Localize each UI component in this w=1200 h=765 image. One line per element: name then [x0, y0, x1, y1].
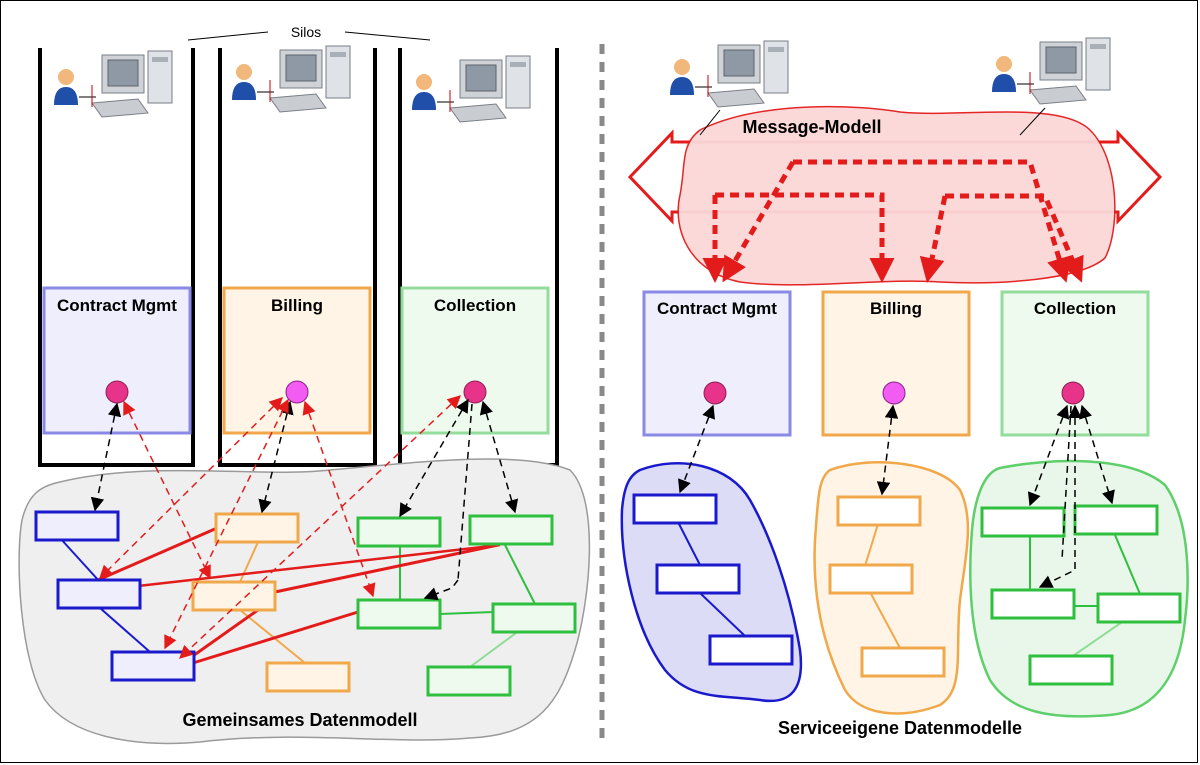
entity-box — [356, 516, 442, 548]
own-models-label: Serviceeigene Datenmodelle — [778, 718, 1022, 738]
shared-model-label: Gemeinsames Datenmodell — [182, 710, 417, 730]
entity-box — [426, 665, 512, 697]
service-endpoint — [463, 380, 487, 404]
entity-box — [265, 661, 351, 693]
service-box-contract-right — [642, 290, 792, 437]
entity-box — [836, 495, 922, 527]
silos-bracket — [187, 31, 431, 41]
entity-box — [655, 563, 741, 595]
service-label: Collection — [1034, 299, 1116, 318]
service-label: Collection — [434, 296, 516, 315]
service-endpoint — [1061, 381, 1085, 405]
user-pc-icon — [231, 45, 351, 113]
user-pc-icon — [669, 40, 789, 108]
entity-box — [1096, 592, 1182, 624]
service-label: Contract Mgmt — [57, 296, 177, 315]
service-label: Billing — [870, 299, 922, 318]
entity-box — [828, 563, 914, 595]
entity-box — [214, 512, 300, 544]
user-pc-icon — [411, 55, 531, 123]
entity-links-right — [677, 521, 1141, 659]
service-endpoint — [285, 380, 309, 404]
entity-box — [56, 578, 142, 610]
service-label: Billing — [271, 296, 323, 315]
service-endpoint — [703, 381, 727, 405]
entity-box — [468, 514, 554, 546]
entity-box — [860, 646, 946, 678]
entity-box — [980, 506, 1066, 538]
entity-box — [708, 634, 794, 666]
entity-boxes-right — [632, 493, 1182, 686]
message-flows — [702, 159, 1084, 283]
entity-box — [491, 602, 577, 634]
service-endpoint — [105, 380, 129, 404]
entity-box — [990, 588, 1076, 620]
access-arrows-left — [90, 395, 519, 659]
entity-box — [191, 580, 277, 612]
user-pc-icon — [991, 37, 1111, 105]
entity-box — [632, 493, 718, 525]
access-arrows-right — [678, 404, 1115, 588]
service-box-collection-left — [400, 286, 550, 435]
entity-box — [110, 650, 196, 682]
silos-label: Silos — [291, 24, 321, 40]
entity-box — [34, 510, 120, 542]
entity-box — [1073, 504, 1159, 536]
entity-box — [356, 598, 442, 630]
service-label: Contract Mgmt — [657, 299, 777, 318]
entity-box — [1028, 654, 1114, 686]
message-model-label: Message-Modell — [742, 117, 881, 137]
user-pc-icon — [53, 50, 173, 118]
service-endpoint — [882, 381, 906, 405]
